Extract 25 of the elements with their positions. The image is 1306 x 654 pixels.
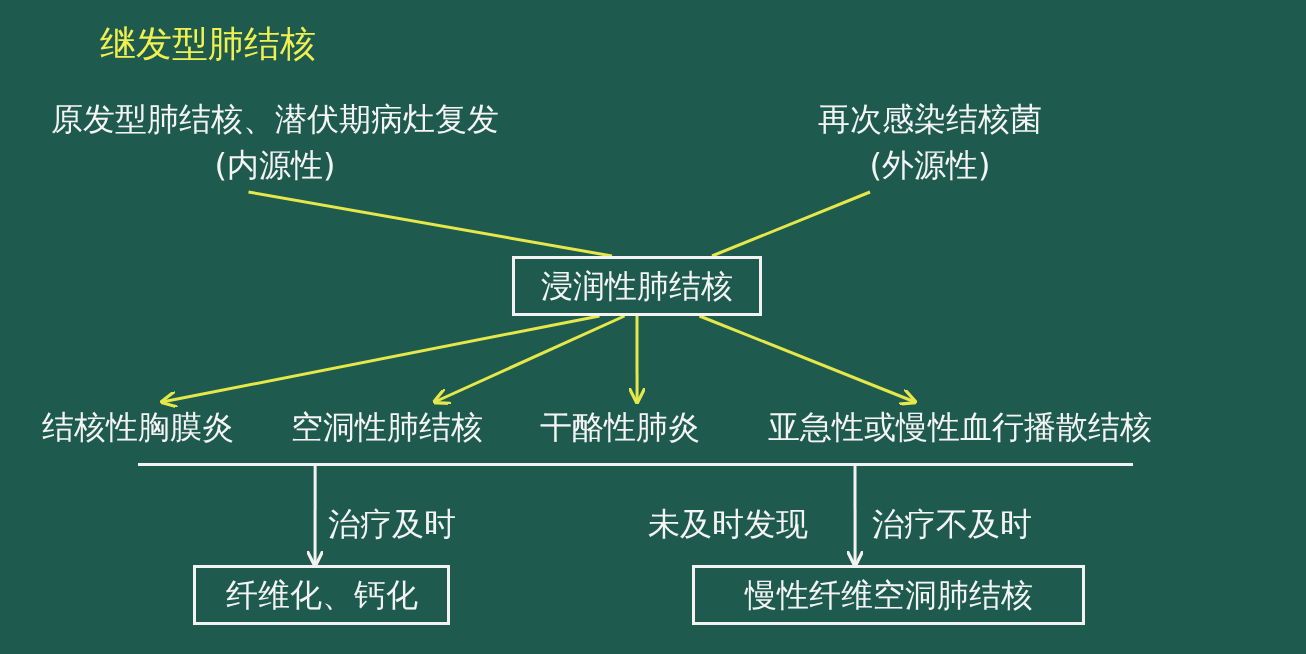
connector-line — [248, 190, 613, 258]
outlined-box — [512, 256, 762, 316]
note-text: 未及时发现 — [648, 504, 808, 545]
outlined-box — [692, 565, 1085, 625]
title: 继发型肺结核 — [100, 22, 316, 66]
node-text: 原发型肺结核、潜伏期病灶复发 — [51, 99, 499, 140]
connector-line — [711, 190, 871, 258]
node-text: 再次感染结核菌 — [818, 99, 1042, 140]
arrow — [627, 316, 647, 406]
divider-bar — [138, 463, 1133, 466]
node-text: 浸润性肺结核 — [541, 266, 733, 307]
outlined-box — [193, 565, 450, 625]
node-text: (内源性) — [214, 145, 336, 186]
node-text: 亚急性或慢性血行播散结核 — [768, 407, 1152, 448]
node-text: (外源性) — [869, 145, 991, 186]
node-text: 空洞性肺结核 — [291, 407, 483, 448]
arrow — [431, 314, 626, 405]
edge-label: 治疗及时 — [328, 504, 456, 545]
node-text: 慢性纤维空洞肺结核 — [744, 575, 1033, 616]
edge-label: 治疗不及时 — [872, 504, 1032, 545]
arrow — [158, 314, 600, 409]
arrow — [698, 314, 919, 406]
node-text: 干酪性肺炎 — [539, 407, 700, 448]
node-text: 纤维化、钙化 — [225, 575, 418, 616]
node-text: 结核性胸膜炎 — [41, 407, 234, 448]
